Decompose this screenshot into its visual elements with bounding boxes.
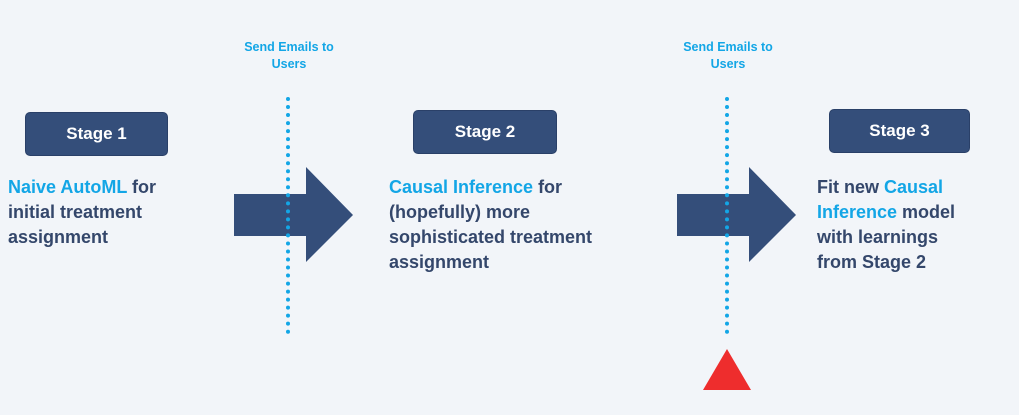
email-label-2-line2: Users	[710, 57, 746, 71]
stage-3-description: Fit new Causal Inference model with lear…	[817, 177, 956, 272]
right-arrow-icon	[234, 167, 353, 262]
email-dotted-line-2	[725, 97, 729, 334]
stage-2-highlight: Causal Inference	[389, 177, 534, 197]
right-arrow-icon	[677, 167, 796, 262]
stage-1-label: Stage 1	[66, 124, 127, 143]
stage-3-box: Stage 3	[829, 109, 970, 153]
stage-3-highlight-2: Inference	[817, 202, 898, 222]
stage-3-highlight-1: Causal	[884, 177, 944, 197]
stage-2-label: Stage 2	[454, 122, 516, 141]
stage-2-description: Causal Inference for (hopefully) more so…	[389, 177, 593, 272]
stage-2-box: Stage 2	[413, 110, 557, 154]
stage-1-highlight: Naive AutoML	[8, 177, 128, 197]
email-dotted-line-1	[286, 97, 290, 334]
email-label-1-line1: Send Emails to	[244, 40, 334, 54]
stage-1-description: Naive AutoML for initial treatment assig…	[8, 177, 157, 247]
email-label-2: Send Emails to Users	[653, 39, 803, 73]
email-label-1: Send Emails to Users	[214, 39, 364, 73]
triangle-up-icon	[703, 349, 751, 390]
email-label-2-line1: Send Emails to	[683, 40, 773, 54]
stage-1-box: Stage 1	[25, 112, 168, 156]
stage-3-label: Stage 3	[869, 121, 930, 140]
email-label-1-line2: Users	[271, 57, 307, 71]
